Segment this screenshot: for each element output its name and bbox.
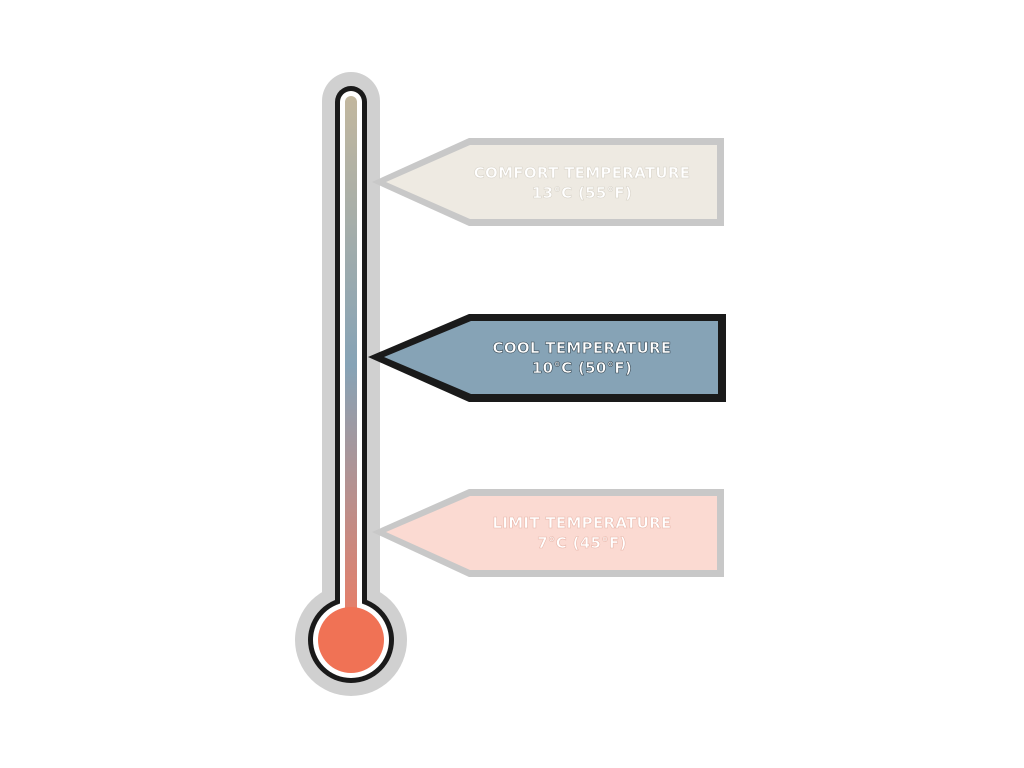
comfort-title: COMFORT TEMPERATURE [474, 164, 691, 182]
thermometer-mercury [318, 96, 384, 673]
comfort-value: 13°C (55°F) [532, 184, 632, 202]
cool-title: COOL TEMPERATURE [493, 339, 672, 357]
limit-title: LIMIT TEMPERATURE [492, 514, 671, 532]
limit-value: 7°C (45°F) [537, 534, 627, 552]
label-limit-temperature: LIMIT TEMPERATURE 7°C (45°F) [372, 489, 724, 577]
cool-value: 10°C (50°F) [532, 359, 632, 377]
label-cool-temperature: COOL TEMPERATURE 10°C (50°F) [368, 314, 726, 402]
label-comfort-temperature: COMFORT TEMPERATURE 13°C (55°F) [372, 138, 724, 226]
